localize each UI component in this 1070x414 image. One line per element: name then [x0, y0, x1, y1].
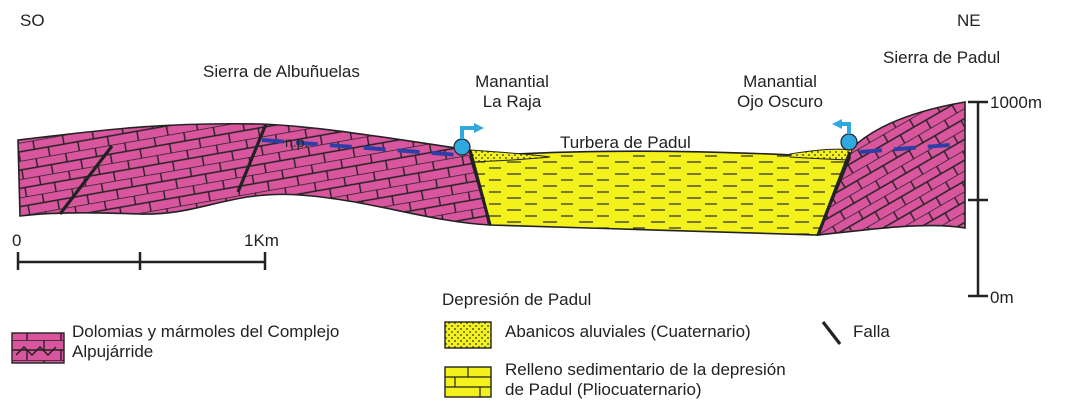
spring-ojo-oscuro-icon — [832, 119, 858, 151]
fault-line — [816, 151, 852, 236]
fault-line — [236, 123, 268, 193]
vertical-scale-top: 1000m — [990, 93, 1042, 112]
legend-swatch-abanicos — [444, 321, 492, 349]
legend-falla: Falla — [853, 322, 890, 341]
legend-relleno: Relleno sedimentario de la depresión de … — [505, 360, 786, 400]
label-manantial-ojo-oscuro: Manantial Ojo Oscuro — [737, 72, 823, 112]
spring-la-raja-icon — [453, 123, 484, 156]
alluvial-fan-west — [469, 149, 551, 163]
label-sierra-padul: Sierra de Padul — [883, 48, 1001, 67]
water-table-line — [859, 142, 963, 154]
legend-fault-icon — [821, 321, 842, 345]
orientation-right: NE — [957, 11, 981, 30]
legend-group-title: Depresión de Padul — [442, 290, 592, 309]
fault-line — [58, 145, 114, 215]
label-sierra-albunuelas: Sierra de Albuñuelas — [203, 62, 360, 81]
vertical-scale-bottom: 0m — [990, 288, 1014, 307]
orientation-left: SO — [20, 11, 45, 30]
label-turbera: Turbera de Padul — [560, 133, 691, 152]
vertical-scale-bar — [968, 100, 988, 298]
alluvial-fan-east — [789, 148, 853, 161]
scale-label-end: 1Km — [244, 231, 279, 250]
horizontal-scale-bar — [16, 252, 267, 270]
fault-line — [468, 149, 492, 226]
sediment-fill — [468, 150, 852, 236]
scale-label-start: 0 — [12, 231, 22, 250]
legend-dolomias: Dolomias y mármoles del Complejo Alpujár… — [72, 322, 340, 362]
label-manantial-la-raja: Manantial La Raja — [475, 72, 549, 112]
label-water-table: n.p. — [285, 134, 309, 150]
dolomite-block-east — [816, 101, 966, 236]
legend-abanicos: Abanicos aluviales (Cuaternario) — [505, 322, 751, 341]
